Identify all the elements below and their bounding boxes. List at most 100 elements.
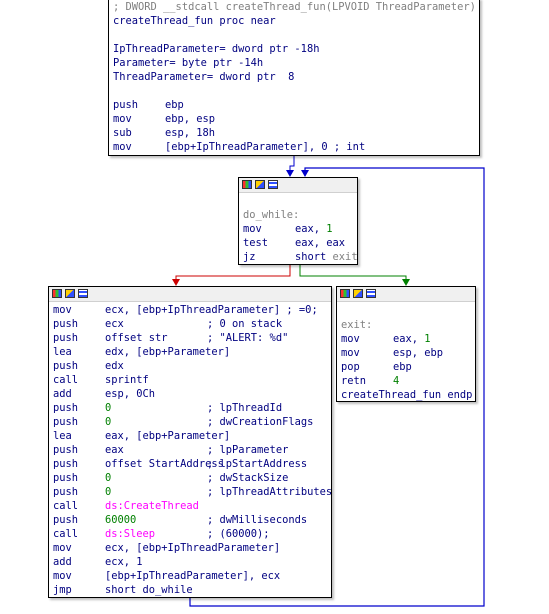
comment: ; (60000);: [207, 528, 270, 540]
comment: ; lpParameter: [207, 444, 289, 456]
instruction-row[interactable]: push offset str ; "ALERT: %d": [53, 331, 288, 345]
edit-node-icon[interactable]: [65, 289, 75, 298]
comment: ; dwCreationFlags: [207, 416, 314, 428]
instruction-row[interactable]: mov[ebp+IpThreadParameter], 0 ; int: [113, 141, 366, 153]
opcode: call: [53, 374, 79, 386]
instruction-row[interactable]: push ecx ; 0 on stack: [53, 317, 282, 331]
label-do-while: do_while:: [243, 209, 300, 221]
comment: ; lpThreadAttributes: [207, 486, 333, 498]
operand: eax: [105, 444, 124, 456]
instruction-row[interactable]: push eax ; lpParameter: [53, 443, 288, 457]
comment: ; dwMilliseconds: [207, 514, 308, 526]
edge-true-branch: [172, 265, 291, 286]
instruction-row[interactable]: call ds:Sleep ; (60000);: [53, 527, 270, 541]
opcode: push: [53, 514, 79, 526]
edit-node-icon[interactable]: [255, 180, 265, 189]
label-exit: exit:: [341, 319, 373, 331]
function-entry-node[interactable]: ; DWORD __stdcall createThread_fun(LPVOI…: [108, 0, 480, 156]
edge-loop-back: [189, 167, 485, 607]
instruction-row[interactable]: push edx: [53, 359, 124, 373]
prototype-comment: ; DWORD __stdcall createThread_fun(LPVOI…: [113, 1, 476, 13]
operand: esp, 0Ch: [105, 388, 156, 400]
var-ipthreadparameter: IpThreadParameter= dword ptr -18h: [113, 43, 320, 55]
instruction-row[interactable]: push 0 ; lpThreadAttributes: [53, 485, 332, 499]
opcode: push: [53, 458, 79, 470]
graph-view-icon[interactable]: [340, 289, 350, 298]
opcode: push: [53, 360, 79, 372]
operand: offset StartAddress: [105, 458, 224, 470]
opcode: call: [53, 528, 79, 540]
opcode: mov: [53, 570, 72, 582]
comment: ; "ALERT: %d": [207, 332, 289, 344]
opcode: push: [53, 332, 79, 344]
instruction-row[interactable]: mov ecx, [ebp+IpThreadParameter] ; =0;: [53, 303, 318, 317]
operand: 0: [105, 416, 112, 428]
opcode: mov: [53, 304, 72, 316]
operand: 0: [105, 472, 112, 484]
comment: ; 0 on stack: [207, 318, 283, 330]
edit-node-icon[interactable]: [353, 289, 363, 298]
operand: ecx, 1: [105, 556, 143, 568]
comment: ; lpThreadId: [207, 402, 283, 414]
opcode: push: [53, 486, 79, 498]
instruction-row[interactable]: add ecx, 1: [53, 555, 143, 569]
comment: ; lpStartAddress: [207, 458, 308, 470]
instruction-row[interactable]: push offset StartAddress; lpStartAddress: [53, 457, 307, 471]
operand: ds:CreateThread: [105, 500, 199, 512]
instruction-row[interactable]: push 0 ; lpThreadId: [53, 401, 282, 415]
operand: [ebp+IpThreadParameter], ecx: [105, 570, 281, 582]
opcode: push: [53, 402, 79, 414]
node-header: [239, 178, 357, 193]
endp-declaration: createThread_fun endp: [341, 389, 473, 401]
operand: short do_while: [105, 584, 193, 596]
opcode: add: [53, 556, 72, 568]
opcode: push: [53, 472, 79, 484]
node-header: [337, 287, 475, 302]
graph-view-icon[interactable]: [242, 180, 252, 189]
operand: ecx, [ebp+IpThreadParameter]: [105, 542, 281, 554]
instruction-row[interactable]: push 0 ; dwStackSize: [53, 471, 288, 485]
edge-entry-to-loop: [286, 156, 295, 177]
instruction-row[interactable]: push 60000 ; dwMilliseconds: [53, 513, 307, 527]
graph-view-icon[interactable]: [52, 289, 62, 298]
edge-false-branch: [299, 265, 410, 286]
operand: offset str: [105, 332, 168, 344]
opcode: push: [53, 444, 79, 456]
operand: edx: [105, 360, 124, 372]
node-list-icon[interactable]: [268, 180, 278, 189]
node-list-icon[interactable]: [78, 289, 88, 298]
operand: ecx: [105, 318, 124, 330]
operand: 0: [105, 402, 112, 414]
operand: ecx, [ebp+IpThreadParameter] ; =0;: [105, 304, 318, 316]
comment: ; dwStackSize: [207, 472, 289, 484]
instruction-row[interactable]: mov [ebp+IpThreadParameter], ecx: [53, 569, 280, 583]
proc-declaration: createThread_fun proc near: [113, 15, 276, 27]
operand: 60000: [105, 514, 137, 526]
operand: ds:Sleep: [105, 528, 156, 540]
node-list-icon[interactable]: [366, 289, 376, 298]
operand: 0: [105, 486, 112, 498]
opcode: push: [53, 318, 79, 330]
